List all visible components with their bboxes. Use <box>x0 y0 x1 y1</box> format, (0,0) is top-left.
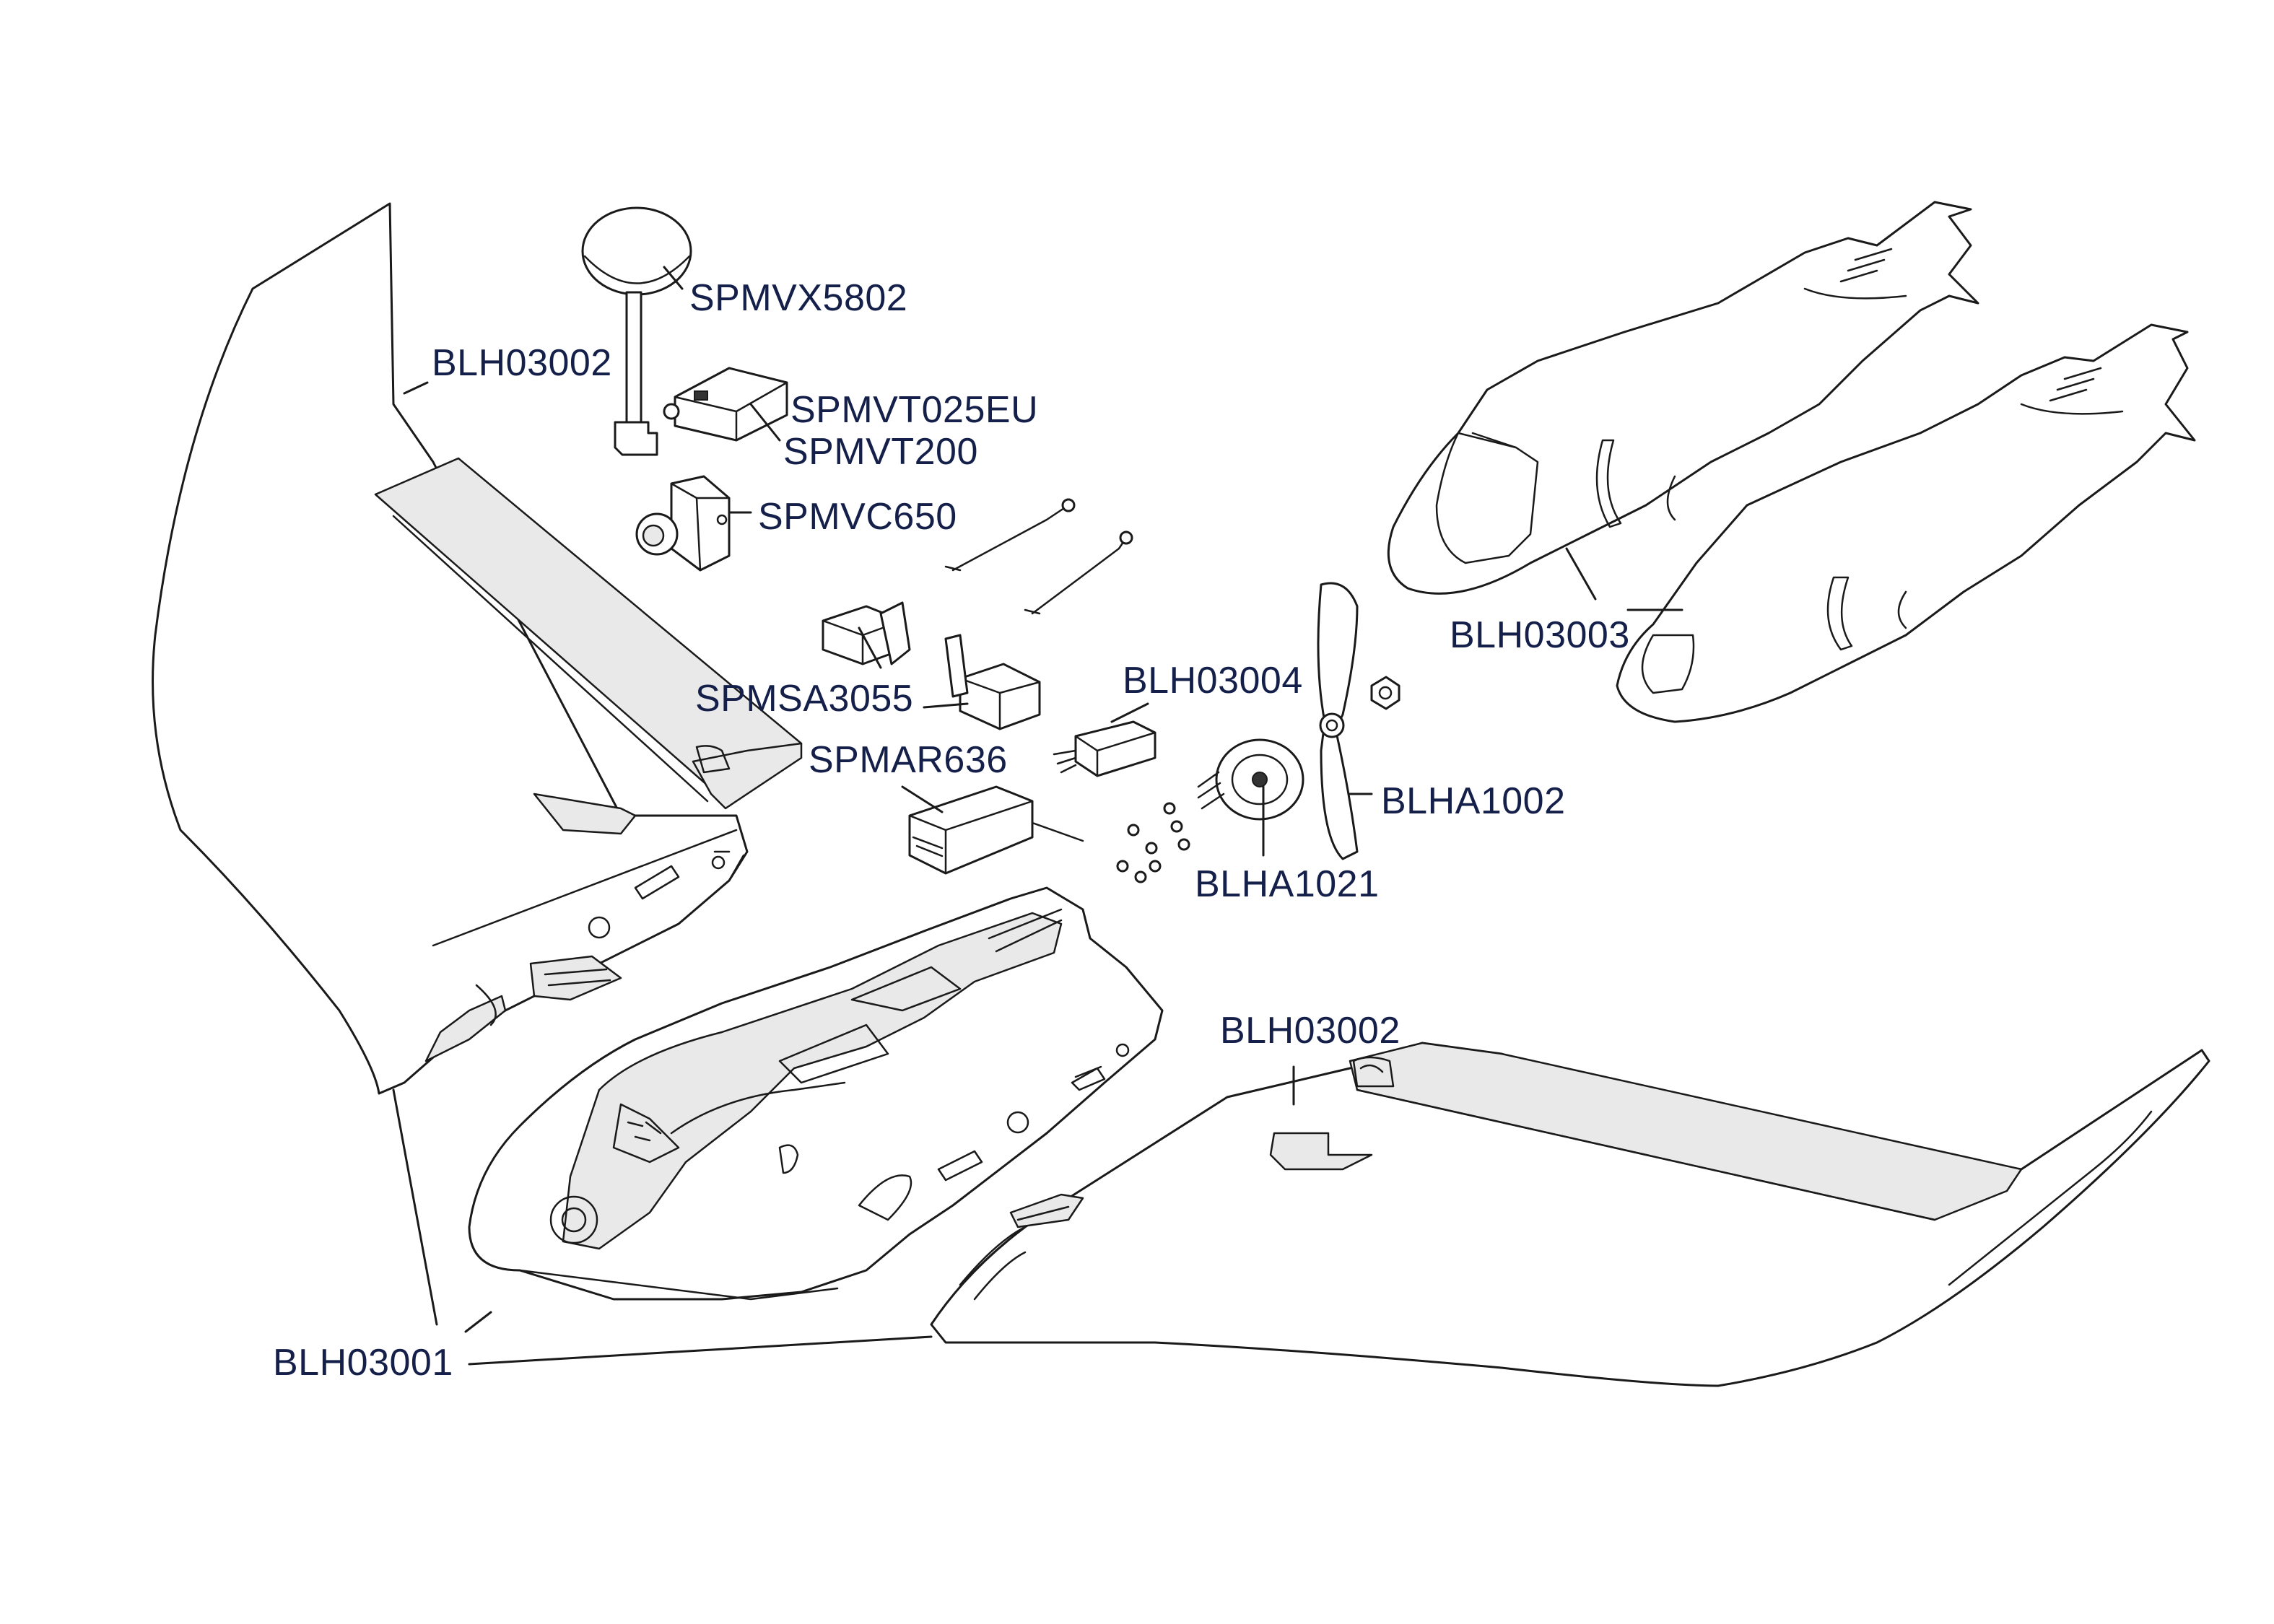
esc-part <box>1053 720 1156 777</box>
leader-lines <box>392 266 1683 1366</box>
callout-receiver: SPMAR636 <box>809 739 1008 781</box>
antenna-part <box>581 206 692 456</box>
video-transmitter-part <box>663 367 788 442</box>
callout-wing-upper: BLH03002 <box>432 342 612 384</box>
fuselage-body <box>468 886 1164 1301</box>
camera-part <box>635 475 731 572</box>
motor-part <box>1197 738 1304 821</box>
callout-esc: BLH03004 <box>1123 660 1303 702</box>
callout-servo: SPMSA3055 <box>695 678 914 720</box>
callout-video-transmitter-a: SPMVT025EU <box>790 389 1039 431</box>
pushrods-part <box>944 498 1133 615</box>
callout-wing-lower: BLH03002 <box>1220 1010 1400 1052</box>
propeller-part <box>1317 582 1400 860</box>
canopy-front-piece <box>1387 201 1979 595</box>
callout-canopy: BLH03003 <box>1450 614 1630 656</box>
callout-camera: SPMVC650 <box>758 496 957 538</box>
wing-lower-right <box>930 1042 2210 1387</box>
callout-motor: BLHA1021 <box>1195 863 1380 905</box>
screws-part <box>1116 802 1190 883</box>
callout-video-transmitter-b: SPMVT200 <box>783 431 978 473</box>
canopy-rear-piece <box>1616 323 2196 723</box>
wing-upper-left <box>152 202 803 1095</box>
receiver-part <box>908 785 1084 875</box>
callout-antenna: SPMVX5802 <box>689 277 908 319</box>
callout-propeller: BLHA1002 <box>1381 780 1566 822</box>
callout-fuselage: BLH03001 <box>273 1342 453 1384</box>
